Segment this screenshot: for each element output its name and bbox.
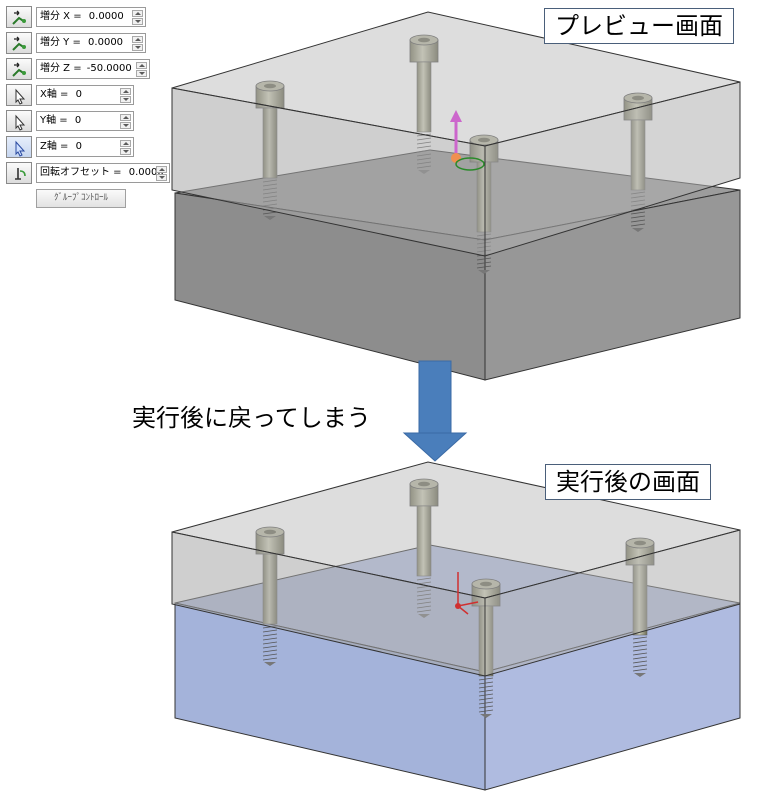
axis-y-spinner[interactable]: [120, 114, 131, 129]
after-upper-block-side: [484, 529, 741, 677]
preview-upper-block-side: [484, 81, 741, 257]
rotation-offset-row: 回転オフセット = 0.0000: [6, 162, 176, 184]
move-y-icon[interactable]: [6, 32, 32, 54]
increment-x-label: 増分 X =: [40, 11, 82, 22]
axis-z-field[interactable]: Z軸 = 0: [36, 137, 134, 157]
axis-x-value: 0: [75, 89, 82, 100]
axis-z-value: 0: [75, 141, 82, 152]
axis-x-spinner[interactable]: [120, 88, 131, 103]
axis-z-row: Z軸 = 0: [6, 136, 176, 158]
after-scene[interactable]: [171, 461, 741, 791]
increment-x-value: 0.0000: [88, 11, 124, 22]
axis-y-field[interactable]: Y軸 = 0: [36, 111, 134, 131]
increment-z-value: -50.0000: [86, 63, 132, 74]
rotate-x-icon[interactable]: [6, 84, 32, 106]
after-label: 実行後の画面: [545, 464, 711, 500]
axis-y-row: Y軸 = 0: [6, 110, 176, 132]
axis-y-label: Y軸 =: [40, 115, 68, 126]
increment-y-field[interactable]: 増分 Y = 0.0000: [36, 33, 146, 53]
group-control-button[interactable]: ｸﾞﾙｰﾌﾟｺﾝﾄﾛｰﾙ: [36, 189, 126, 208]
axis-x-field[interactable]: X軸 = 0: [36, 85, 134, 105]
preview-move-triad-icon[interactable]: [450, 110, 485, 171]
increment-z-spinner[interactable]: [136, 62, 147, 77]
preview-lower-block-side: [484, 189, 741, 381]
result-caption: 実行後に戻ってしまう: [132, 404, 371, 432]
increment-x-spinner[interactable]: [132, 10, 143, 25]
rotation-offset-value: 0.0000: [128, 167, 164, 178]
axis-y-value: 0: [74, 115, 82, 126]
increment-z-label: 増分 Z =: [40, 63, 82, 74]
rotate-z-icon[interactable]: [6, 136, 32, 158]
axis-x-row: X軸 = 0: [6, 84, 176, 106]
increment-z-field[interactable]: 増分 Z = -50.0000: [36, 59, 150, 79]
axis-z-spinner[interactable]: [120, 140, 131, 155]
down-arrow-icon: [402, 360, 468, 462]
increment-z-row: 増分 Z = -50.0000: [6, 58, 176, 80]
axis-z-label: Z軸 =: [40, 141, 69, 152]
rotation-offset-label: 回転オフセット =: [40, 167, 122, 178]
increment-y-row: 増分 Y = 0.0000: [6, 32, 176, 54]
rotation-offset-spinner[interactable]: [156, 166, 167, 181]
move-x-icon[interactable]: [6, 6, 32, 28]
preview-scene[interactable]: [171, 11, 741, 381]
after-axis-triad-icon[interactable]: [455, 572, 479, 615]
axis-x-label: X軸 =: [40, 89, 69, 100]
increment-x-field[interactable]: 増分 X = 0.0000: [36, 7, 146, 27]
preview-label: プレビュー画面: [544, 8, 734, 44]
rotation-offset-icon[interactable]: [6, 162, 32, 184]
rotation-offset-field[interactable]: 回転オフセット = 0.0000: [36, 163, 170, 183]
increment-x-row: 増分 X = 0.0000: [6, 6, 176, 28]
increment-y-spinner[interactable]: [132, 36, 143, 51]
increment-y-value: 0.0000: [88, 37, 124, 48]
move-z-icon[interactable]: [6, 58, 32, 80]
increment-y-label: 増分 Y =: [40, 37, 81, 48]
rotate-y-icon[interactable]: [6, 110, 32, 132]
